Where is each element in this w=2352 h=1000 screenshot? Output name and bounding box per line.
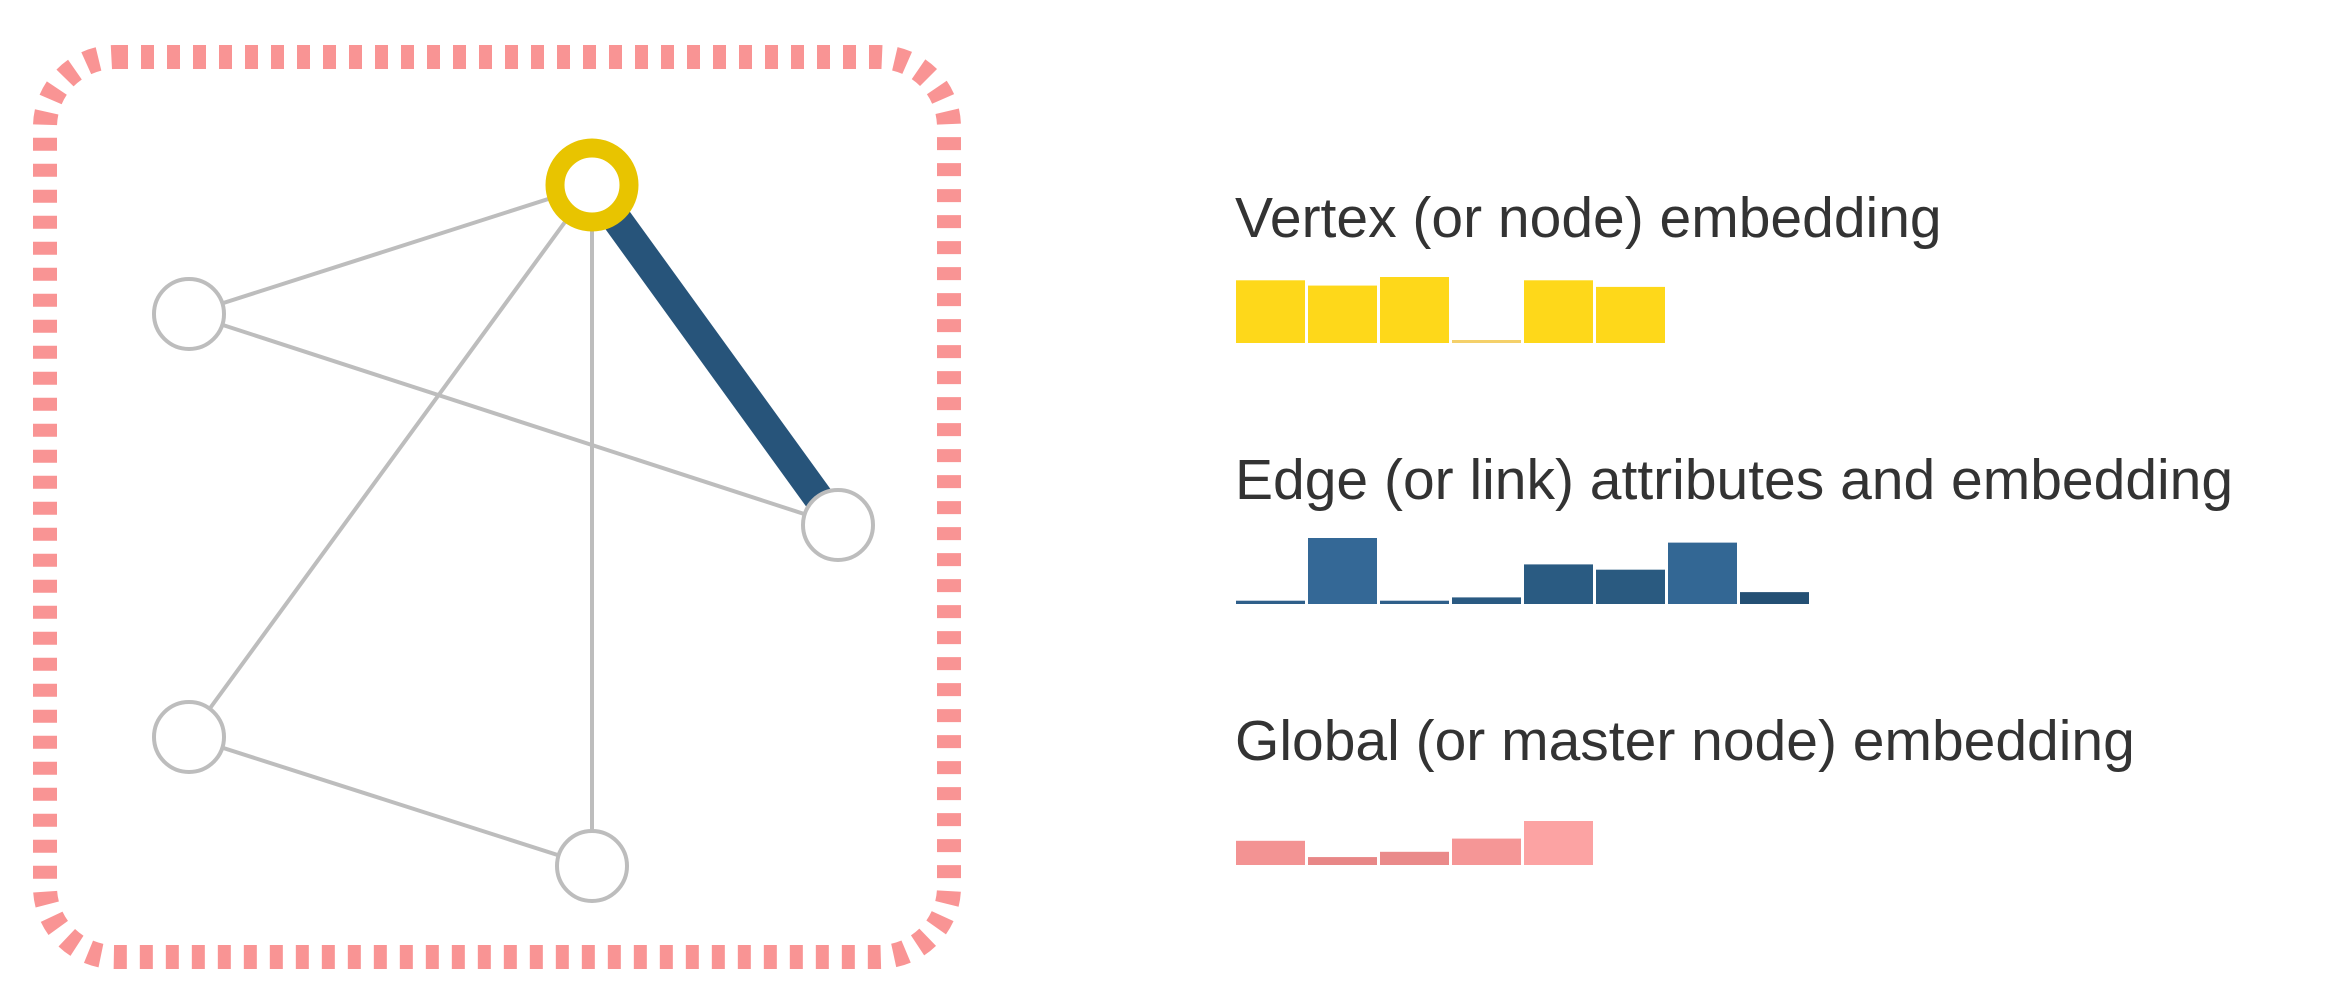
global-embedding-bar: [1236, 840, 1305, 865]
vertex-bottom: [555, 829, 629, 903]
edge: [188, 312, 839, 527]
global-embedding-border: [33, 45, 961, 969]
edge-embedding-bar: [1452, 597, 1521, 604]
vertex-embedding-bar: [1236, 280, 1305, 343]
edge-embedding-bar: [1668, 542, 1737, 604]
edge-embedding-bar: [1308, 538, 1377, 604]
vertex-embedding-bar: [1596, 286, 1665, 343]
vertex-highlighted: [545, 138, 639, 232]
global-embedding-bar: [1308, 857, 1377, 865]
edge-embedding-bars: [1236, 538, 1809, 604]
global-embedding-bar: [1452, 838, 1521, 865]
graph-edges: [187, 176, 851, 868]
vertex-embedding-bars: [1236, 277, 1665, 343]
vertex-embedding-bar: [1380, 277, 1449, 343]
edge-embedding-bar: [1524, 564, 1593, 604]
vertex-right: [801, 488, 875, 562]
global-embedding-label: Global (or master node) embedding: [1235, 709, 2135, 773]
vertex-embedding-bar: [1524, 280, 1593, 343]
edge-embedding-bar: [1596, 569, 1665, 604]
edge: [188, 735, 593, 868]
vertex-embedding-bar: [1308, 285, 1377, 343]
graph-nodes: [152, 138, 875, 903]
global-embedding-bars: [1236, 821, 1593, 865]
edge-highlighted: [579, 176, 851, 534]
edge-embedding-bar: [1380, 600, 1449, 604]
edge-embedding-bar: [1236, 600, 1305, 604]
global-embedding-bar: [1524, 821, 1593, 865]
edge: [187, 183, 594, 739]
edge: [188, 183, 593, 316]
global-embedding-bar: [1380, 851, 1449, 865]
edge-embedding-bar: [1740, 592, 1809, 604]
vertex-embedding-bar: [1452, 340, 1521, 343]
vertex-embedding-label: Vertex (or node) embedding: [1235, 186, 1942, 250]
edge-embedding-label: Edge (or link) attributes and embedding: [1235, 448, 2233, 512]
vertex-left-upper: [152, 277, 226, 351]
vertex-left-lower: [152, 700, 226, 774]
